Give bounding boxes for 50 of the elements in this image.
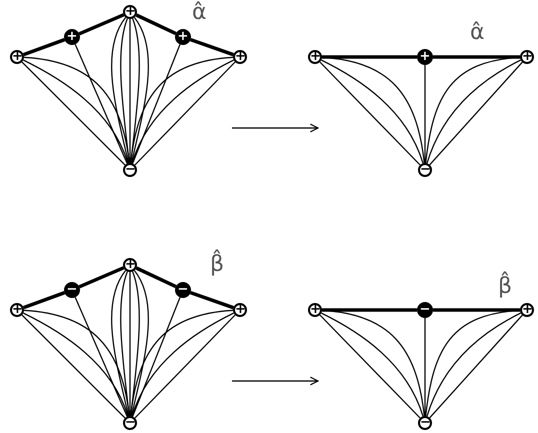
math-symbol: β̂ xyxy=(498,272,512,302)
graph-edge xyxy=(130,17,149,164)
vertex: + xyxy=(233,303,247,317)
thick-edge xyxy=(433,55,520,59)
vertex: + xyxy=(233,50,247,64)
vertex: + xyxy=(123,5,137,19)
thick-edge xyxy=(322,55,417,59)
thick-edge xyxy=(136,13,177,36)
filled-vertex: − xyxy=(417,302,433,318)
filled-vertex: − xyxy=(175,282,191,298)
graph-edge xyxy=(74,44,128,164)
graph-edge xyxy=(129,19,131,163)
thick-edge xyxy=(78,266,124,288)
graph-edge xyxy=(424,65,426,163)
math-symbol: β̂ xyxy=(210,250,224,280)
vertex: − xyxy=(418,163,432,177)
thick-edge xyxy=(23,291,66,310)
thick-edge xyxy=(433,308,520,312)
thick-edge xyxy=(190,38,234,56)
graph-edge xyxy=(111,17,130,164)
vertex: + xyxy=(308,303,322,317)
filled-vertex: + xyxy=(175,29,191,45)
math-symbol: α̂ xyxy=(470,19,485,47)
graph-edge xyxy=(120,18,130,164)
vertex: − xyxy=(123,163,137,177)
graph-edge xyxy=(132,44,181,164)
thick-edge xyxy=(190,290,234,310)
graph-edge xyxy=(74,297,128,417)
vertex: + xyxy=(520,50,534,64)
graph-edge xyxy=(111,270,130,416)
vertex: + xyxy=(123,258,137,272)
vertex: − xyxy=(123,416,137,430)
thick-edge xyxy=(23,38,66,56)
graph-edge xyxy=(424,318,426,416)
thick-edge xyxy=(136,266,177,288)
thick-edge xyxy=(78,13,124,36)
filled-vertex: − xyxy=(64,282,80,298)
graph-edge xyxy=(130,270,149,416)
filled-vertex: + xyxy=(64,29,80,45)
vertex: + xyxy=(10,303,24,317)
math-symbol: α̂ xyxy=(192,0,207,27)
graph-edge xyxy=(120,271,130,416)
graph-edge xyxy=(132,297,181,417)
thick-edge xyxy=(322,308,417,312)
vertex: + xyxy=(520,303,534,317)
graph-edge xyxy=(129,272,131,416)
vertex: − xyxy=(418,416,432,430)
vertex: + xyxy=(10,50,24,64)
vertex: + xyxy=(308,50,322,64)
filled-vertex: + xyxy=(417,49,433,65)
